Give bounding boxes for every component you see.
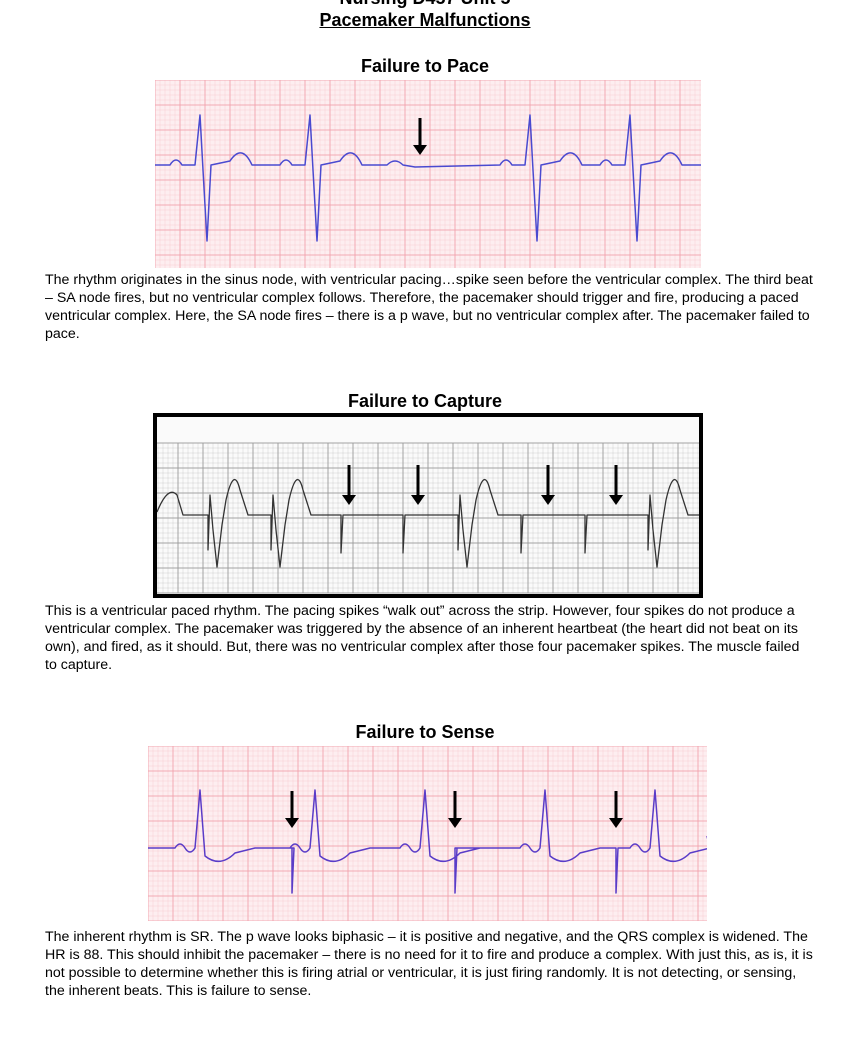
- arrow-icon: [609, 495, 623, 505]
- strip-background: [148, 746, 707, 921]
- arrow-icon: [342, 495, 356, 505]
- ecg-strip-failure-to-sense: [148, 746, 707, 921]
- course-title: Nursing D457 Unit 5: [0, 0, 850, 9]
- ecg-strip-failure-to-pace: [155, 80, 701, 268]
- paragraph-failure-to-sense: The inherent rhythm is SR. The p wave lo…: [45, 929, 813, 999]
- paragraph-failure-to-pace: The rhythm originates in the sinus node,…: [45, 272, 813, 342]
- arrow-icon: [448, 818, 462, 828]
- arrow-icon: [285, 818, 299, 828]
- ecg-strip-failure-to-capture: [153, 413, 703, 598]
- heading-failure-to-sense: Failure to Sense: [355, 722, 495, 742]
- arrow-icon: [413, 145, 427, 155]
- strip-border: [153, 413, 703, 598]
- ecg-trace: [156, 479, 699, 568]
- arrow-icon: [609, 818, 623, 828]
- paragraph-failure-to-capture: This is a ventricular paced rhythm. The …: [45, 603, 800, 673]
- heading-failure-to-capture: Failure to Capture: [347, 391, 503, 411]
- page-title: Pacemaker Malfunctions: [319, 10, 531, 30]
- ecg-trace: [148, 789, 707, 894]
- ecg-trace: [155, 114, 701, 242]
- arrow-icon: [541, 495, 555, 505]
- arrow-icon: [411, 495, 425, 505]
- heading-failure-to-pace: Failure to Pace: [360, 56, 490, 76]
